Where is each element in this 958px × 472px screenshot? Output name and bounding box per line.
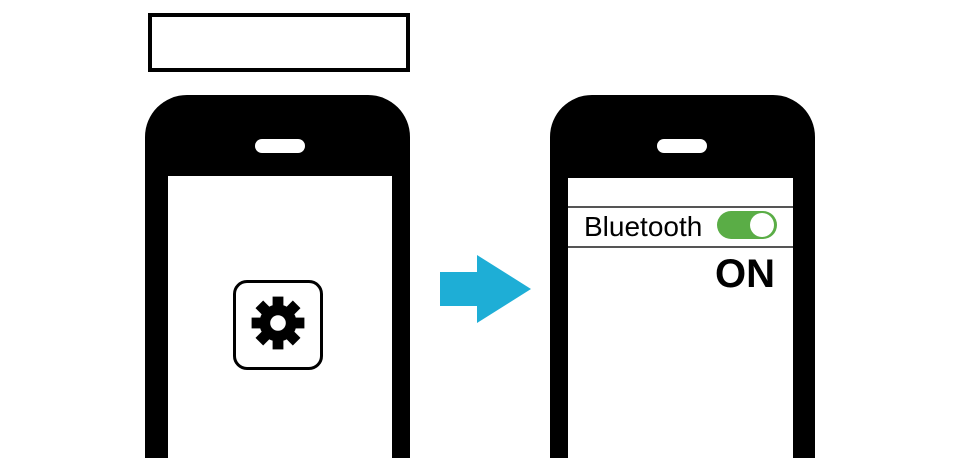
arrow-right-icon <box>438 253 534 330</box>
on-status-text: ON <box>715 252 775 296</box>
left-phone <box>145 95 410 458</box>
status-bar-row <box>568 178 793 208</box>
gear-icon <box>248 293 308 358</box>
right-phone-screen: Bluetooth ON <box>568 178 793 458</box>
right-phone: Bluetooth ON <box>550 95 815 458</box>
toggle-knob <box>750 212 774 237</box>
on-status-row: ON <box>568 248 793 294</box>
speaker-slot-icon <box>255 139 305 153</box>
caption-box <box>148 13 410 72</box>
bluetooth-toggle[interactable] <box>717 210 777 244</box>
bluetooth-label: Bluetooth <box>584 211 703 242</box>
speaker-slot-icon <box>657 139 707 153</box>
bluetooth-row: Bluetooth <box>568 208 793 248</box>
settings-app-button[interactable] <box>233 280 323 370</box>
arrow-right-shape <box>440 255 531 323</box>
left-phone-screen <box>168 176 392 458</box>
